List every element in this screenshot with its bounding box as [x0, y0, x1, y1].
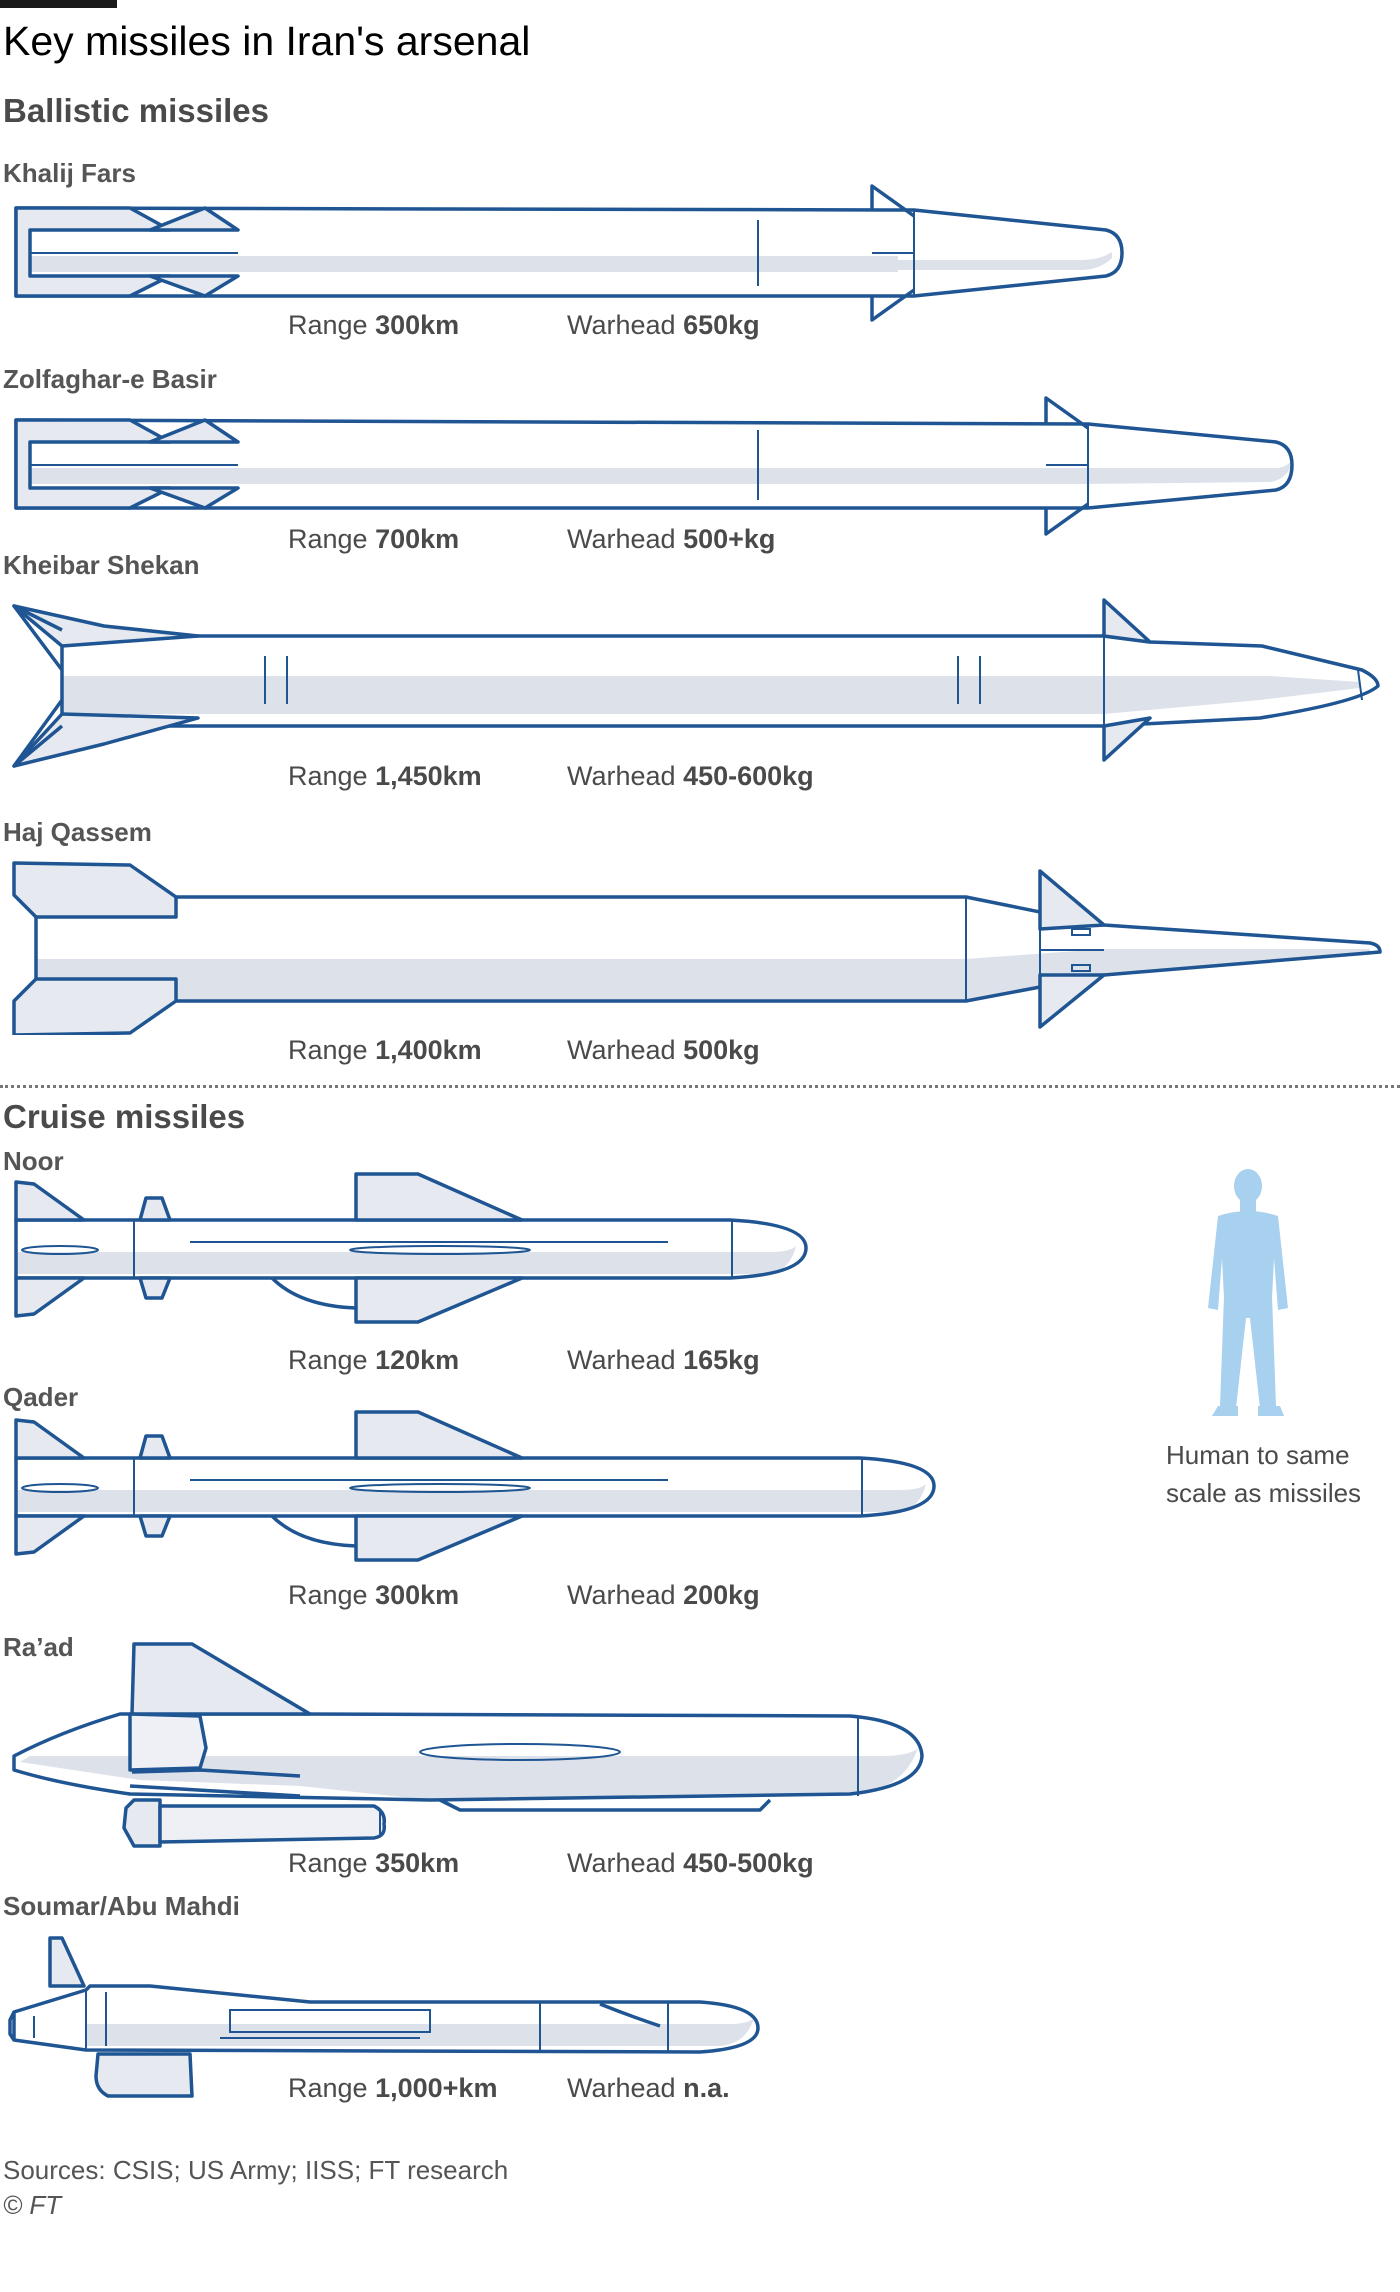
noor-illustration [14, 1172, 808, 1324]
missile-name-zolfaghar-e-basir: Zolfaghar-e Basir [3, 364, 217, 394]
raad-range: Range 350km [288, 1848, 460, 1878]
copyright: © FT [3, 2190, 62, 2220]
soumar-abu-mahdi-illustration [8, 1936, 760, 2098]
khalij-fars-illustration [14, 184, 1124, 322]
qader-range: Range 300km [288, 1580, 460, 1610]
top-accent-bar [0, 0, 117, 8]
human-scale-note: Human to same scale as missiles [1166, 1440, 1362, 1508]
missile-name-kheibar-shekan: Kheibar Shekan [3, 550, 200, 580]
haj-qassem-range: Range 1,400km [288, 1035, 482, 1065]
raad-warhead: Warhead 450-500kg [567, 1848, 814, 1878]
missile-name-raad: Ra’ad [3, 1632, 74, 1662]
missile-name-soumar-abu-mahdi: Soumar/Abu Mahdi [3, 1891, 240, 1921]
kheibar-shekan-range: Range 1,450km [288, 761, 482, 791]
khalij-fars-range: Range 300km [288, 310, 460, 340]
khalij-fars-warhead: Warhead 650kg [567, 310, 760, 340]
kheibar-shekan-warhead: Warhead 450-600kg [567, 761, 814, 791]
noor-warhead: Warhead 165kg [567, 1345, 760, 1375]
page-title: Key missiles in Iran's arsenal [3, 18, 531, 64]
kheibar-shekan-illustration [12, 598, 1380, 768]
section-divider [0, 1085, 1400, 1088]
missile-name-khalij-fars: Khalij Fars [3, 158, 136, 188]
soumar-abu-mahdi-range: Range 1,000+km [288, 2073, 498, 2103]
section-cruise: Cruise missiles [3, 1098, 246, 1135]
missile-name-haj-qassem: Haj Qassem [3, 817, 152, 847]
zolfaghar-e-basir-range: Range 700km [288, 524, 460, 554]
noor-range: Range 120km [288, 1345, 460, 1375]
human-silhouette [1208, 1169, 1288, 1416]
zolfaghar-e-basir-illustration [14, 396, 1294, 536]
qader-warhead: Warhead 200kg [567, 1580, 760, 1610]
haj-qassem-illustration [12, 861, 1382, 1035]
zolfaghar-e-basir-warhead: Warhead 500+kg [567, 524, 776, 554]
missile-name-noor: Noor [3, 1146, 64, 1176]
haj-qassem-warhead: Warhead 500kg [567, 1035, 760, 1065]
sources-note: Sources: CSIS; US Army; IISS; FT researc… [3, 2155, 509, 2185]
qader-illustration [14, 1410, 936, 1562]
soumar-abu-mahdi-warhead: Warhead n.a. [567, 2073, 730, 2103]
missile-name-qader: Qader [3, 1382, 79, 1412]
raad-illustration [12, 1642, 924, 1848]
section-ballistic: Ballistic missiles [3, 92, 269, 129]
